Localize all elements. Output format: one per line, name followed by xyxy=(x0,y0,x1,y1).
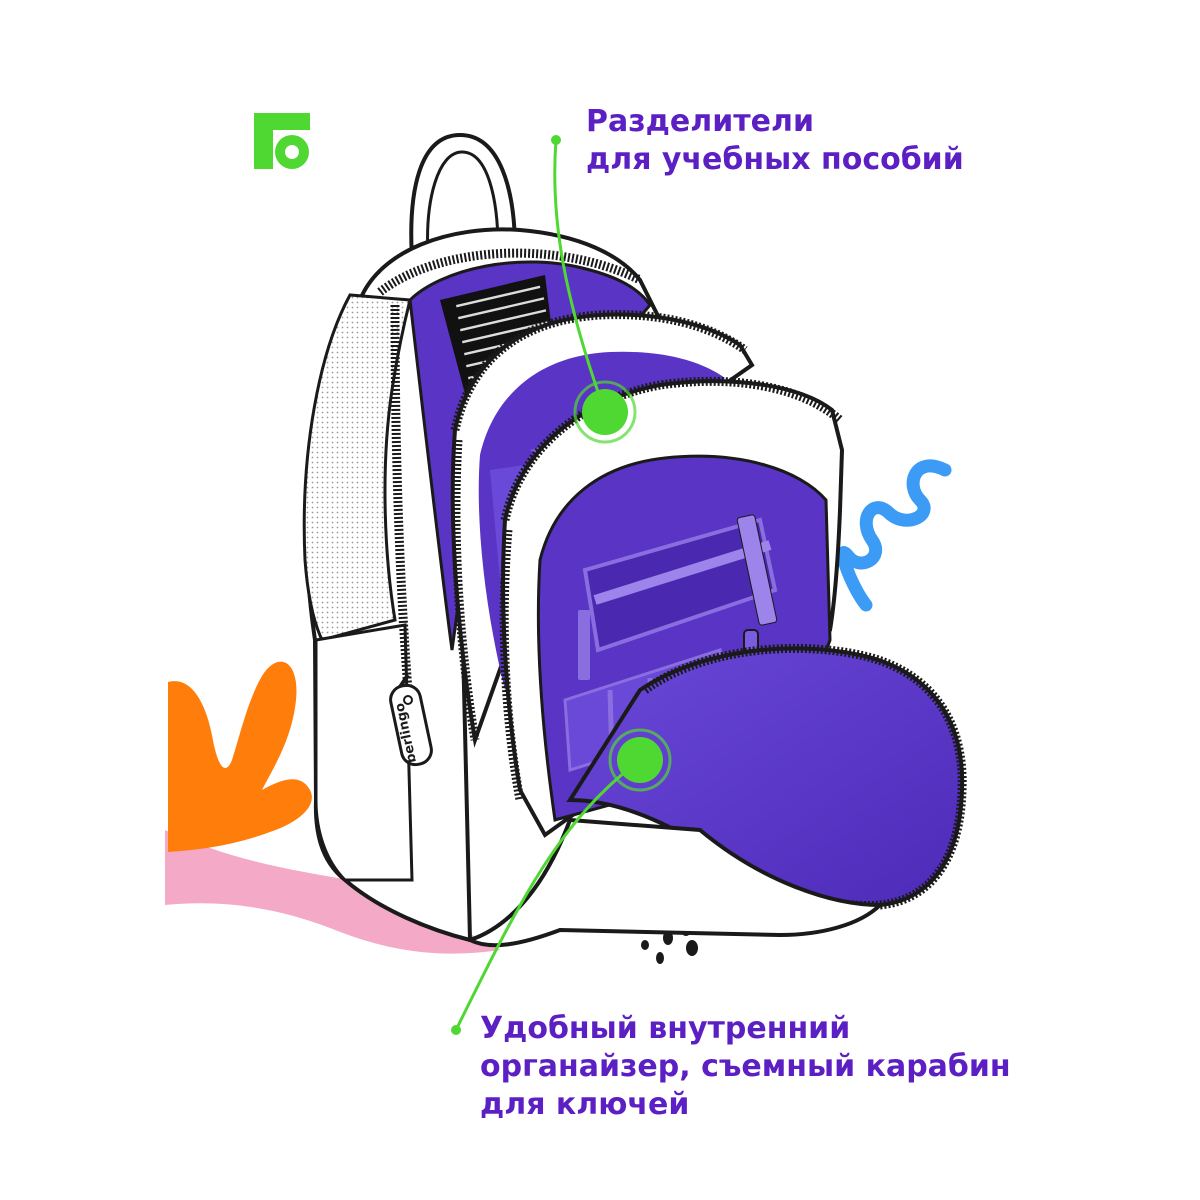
organizer-callout: Удобный внутренний органайзер, съемный к… xyxy=(480,1010,1011,1124)
dividers-callout: Разделители для учебных пособий xyxy=(586,103,964,179)
organizer-callout-line-2: органайзер, съемный карабин xyxy=(480,1049,1011,1084)
blue-squiggle-shape xyxy=(836,459,952,612)
organizer-leader-line xyxy=(454,758,641,1031)
organizer-marker-icon xyxy=(608,728,672,792)
backpack-handle xyxy=(409,132,517,259)
zipper-pull xyxy=(389,673,433,767)
organizer-callout-line-3: для ключей xyxy=(480,1087,690,1122)
orange-blob-shape xyxy=(168,661,312,852)
berlingo-logo-icon xyxy=(254,113,310,169)
organizer-callout-line-1: Удобный внутренний xyxy=(480,1011,851,1046)
dividers-callout-line-1: Разделители xyxy=(586,104,814,139)
dividers-marker-icon xyxy=(573,380,637,444)
dividers-callout-line-2: для учебных пособий xyxy=(586,142,964,177)
dividers-leader-line xyxy=(553,139,607,413)
middle-compartment-interior xyxy=(478,351,725,690)
side-mesh-pocket xyxy=(302,293,412,642)
